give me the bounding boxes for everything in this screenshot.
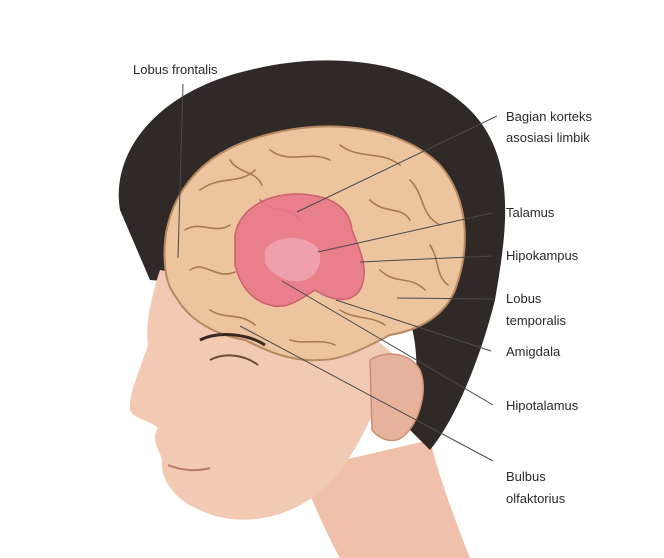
label-olfactory-line2: olfaktorius <box>506 489 565 509</box>
label-temporal-line1: Lobus <box>506 289 541 309</box>
label-amigdala: Amigdala <box>506 342 560 362</box>
label-limbic-line1: Bagian korteks <box>506 107 592 127</box>
label-olfactory-line1: Bulbus <box>506 467 546 487</box>
label-temporal-line2: temporalis <box>506 311 566 331</box>
label-hipokampus: Hipokampus <box>506 246 578 266</box>
label-hipotalamus: Hipotalamus <box>506 396 578 416</box>
label-talamus: Talamus <box>506 203 554 223</box>
label-limbic-line2: asosiasi limbik <box>506 128 590 148</box>
label-lobus-frontalis: Lobus frontalis <box>133 60 218 80</box>
